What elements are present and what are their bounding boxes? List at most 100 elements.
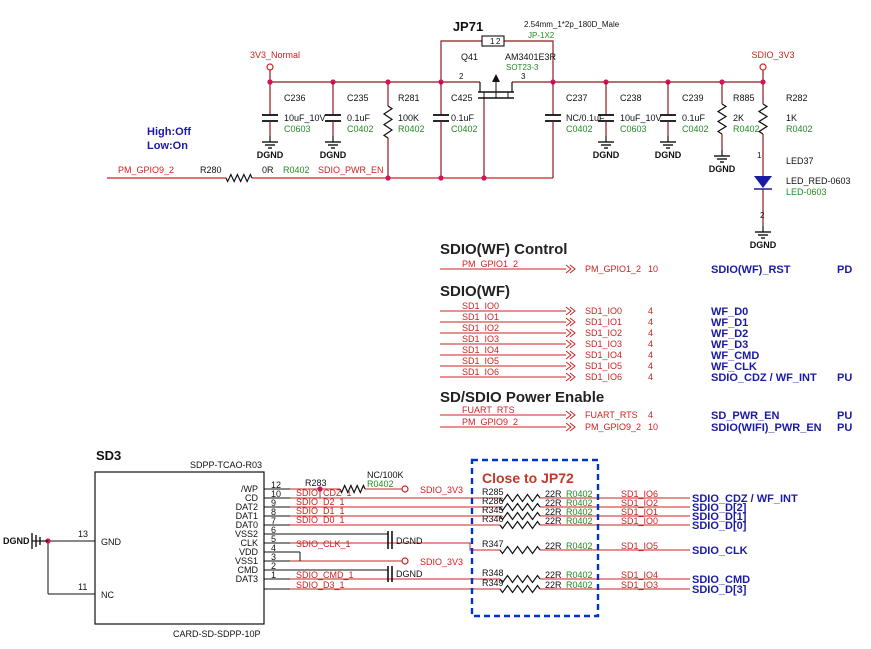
off-page-arrow [565,410,572,420]
section-right-net: SD1_IO5 [585,361,622,371]
off-page-arrow [569,372,576,382]
sd-res-ref: R346 [482,514,504,524]
sd-res-pkg: R0402 [566,580,593,590]
ground-label: DGND [655,150,682,160]
section-page-ref: 10 [648,422,658,432]
r885-ref: R885 [733,93,755,103]
section-title: SDIO(WF) Control [440,241,567,258]
r280-pkg: R0402 [283,165,310,175]
sd3-gnd-left: DGND [3,536,30,546]
off-page-arrow [565,317,572,327]
section-signal: SD_PWR_EN [711,410,780,422]
section-left-net: SD1_IO0 [462,301,499,311]
section-left-net: SD1_IO2 [462,323,499,333]
section-page-ref: 4 [648,317,653,327]
sd-res-val: 22R [545,580,562,590]
r281-ref: R281 [398,93,420,103]
junction-dot [385,175,391,181]
component-layer [31,35,772,625]
c237-val: NC/0.1uF [566,113,605,123]
sd3-pin-name: DAT1 [236,511,258,521]
resistor-zigzag [499,574,541,584]
junction-dot [385,79,391,85]
r280-ref: R280 [200,165,222,175]
resistor-zigzag [499,511,541,521]
off-page-arrow [565,328,572,338]
sd3-pin-num: 10 [271,489,281,499]
r282-pkg: R0402 [786,124,813,134]
c235-val: 0.1uF [347,113,371,123]
power-port [401,485,409,493]
section-page-ref: 4 [648,350,653,360]
section-pull: PD [837,264,852,276]
resistor-zigzag [757,103,769,135]
q41-part: AM3401E3R [505,52,557,62]
section-title: SDIO(WF) [440,283,510,300]
sd3-pin-name: CMD [238,565,259,575]
sd3-pin-name: NC [101,590,114,600]
c425-ref: C425 [451,93,473,103]
sd-card-net: SDIO_D3_1 [296,580,345,590]
sd-card-net: SDIO_CLK_1 [296,539,351,549]
section-left-net: SD1_IO6 [462,367,499,377]
r885-pkg: R0402 [733,124,760,134]
led37-ref: LED37 [786,156,814,166]
section-right-net: SD1_IO6 [585,372,622,382]
sd3-pin-name: GND [101,537,122,547]
close-note: Close to JP72 [482,470,574,486]
r281-pkg: R0402 [398,124,425,134]
sd-io-net: SD1_IO2 [621,498,658,508]
section-right-net: SD1_IO1 [585,317,622,327]
section-pull: PU [837,410,852,422]
c239-ref: C239 [682,93,704,103]
sd-res-ref: R347 [482,539,504,549]
sd-res-val: 22R [545,507,562,517]
resistor-zigzag [716,103,728,135]
vss1-gnd: DGND [396,569,423,579]
sd3-pin-num: 2 [271,561,276,571]
sd3-pin-num: 12 [271,480,281,490]
section-right-net: SD1_IO2 [585,328,622,338]
junction-dot [481,175,487,181]
led37-pin1: 1 [757,151,762,160]
resistor-zigzag [499,584,541,594]
sd-res-val: 22R [545,489,562,499]
off-page-arrow [569,361,576,371]
section-right-net: PM_GPIO1_2 [585,264,641,274]
ground-label: DGND [709,164,736,174]
sd3-model: SDPP-TCAO-R03 [190,460,262,470]
section-pull: PU [837,372,852,384]
sd-res-pkg: R0402 [566,489,593,499]
sd-res-pkg: R0402 [566,498,593,508]
c236-val: 10uF_10V [284,113,326,123]
sd3-pin-num: 13 [78,529,88,539]
power-port [759,63,767,71]
sd-io-net: SD1_IO1 [621,507,658,517]
wire-layer [107,40,764,590]
c425-pkg: C0402 [451,124,478,134]
sd-signal: SDIO_D[1] [692,511,747,523]
sd3-pin-name: VDD [239,547,259,557]
sd-card-net: SDIO_D0_1 [296,515,345,525]
ground-label: DGND [320,150,347,160]
r885-val: 2K [733,113,744,123]
r282-ref: R282 [786,93,808,103]
sd-res-ref: R285 [482,487,504,497]
net-sdio-3v3-out: SDIO_3V3 [751,50,794,60]
q41-arrow [492,74,500,82]
section-signal: SDIO(WF)_RST [711,264,791,276]
q41-pkg: SOT23-3 [506,63,539,72]
c239-pkg: C0402 [682,124,709,134]
sd-res-val: 22R [545,516,562,526]
section-left-net: PM_GPIO1_2 [462,259,518,269]
section-left-net: FUART_RTS [462,405,515,415]
section-signal: SDIO_CDZ / WF_INT [711,372,817,384]
c237-pkg: C0402 [566,124,593,134]
section-page-ref: 4 [648,339,653,349]
section-signal: SDIO(WIFI)_PWR_EN [711,422,822,434]
sd-signal: SDIO_D[2] [692,502,747,514]
junction-dot [719,79,725,85]
power-port [266,63,274,71]
sd-card-net: SDIO_CMD_1 [296,570,354,580]
